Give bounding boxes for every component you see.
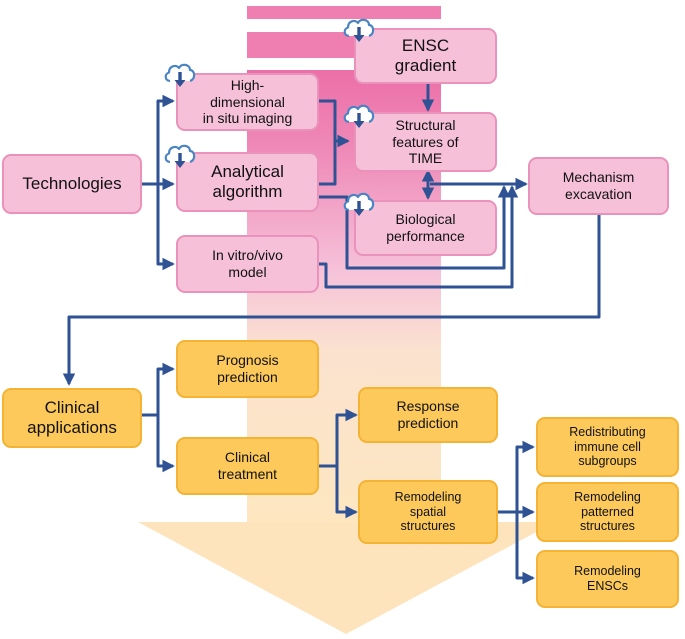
node-analytical-algorithm: Analytical algorithm — [176, 152, 319, 212]
node-ensc-gradient: ENSC gradient — [354, 28, 497, 84]
band-arrowhead — [138, 522, 555, 634]
connectors — [62, 82, 601, 585]
node-structural-features: Structural features of TIME — [354, 112, 497, 172]
cloud-download-icon — [164, 144, 196, 168]
node-clinical-applications: Clinical applications — [2, 388, 142, 448]
connector-remodeling-to-redistributing — [515, 440, 535, 512]
node-response-prediction: Response prediction — [358, 387, 498, 443]
connector-clinical-to-prognosis — [156, 362, 175, 415]
connector-analytical-to-structural — [318, 141, 337, 186]
cloud-download-icon — [343, 104, 375, 128]
connector-treatment-to-response — [335, 408, 358, 466]
node-remodeling-spatial-structures: Remodeling spatial structures — [358, 480, 498, 544]
node-mechanism-excavation: Mechanism excavation — [528, 157, 669, 215]
node-biological-performance: Biological performance — [354, 200, 497, 256]
connector-mechanism-to-clinical — [62, 214, 601, 386]
node-prognosis-prediction: Prognosis prediction — [176, 340, 319, 398]
connector-tech-to-highdim — [156, 94, 175, 184]
node-in-vitro-vivo-model: In vitro/vivo model — [176, 235, 319, 293]
node-technologies: Technologies — [2, 154, 142, 214]
node-high-dimensional-imaging: High- dimensional in situ imaging — [176, 73, 319, 131]
node-clinical-treatment: Clinical treatment — [176, 437, 319, 495]
node-redistributing-immune-cells: Redistributing immune cell subgroups — [536, 417, 679, 477]
band-stripe-1 — [247, 6, 441, 19]
node-remodeling-patterned-structures: Remodeling patterned structures — [536, 482, 679, 542]
node-remodeling-enscs: Remodeling ENSCs — [536, 550, 679, 608]
connector-clinical-to-treatment — [156, 415, 175, 473]
connector-remodeling-to-enscs — [515, 512, 535, 585]
connector-analytical-to-mechanism — [318, 185, 511, 270]
connector-invitro-to-mechanism — [318, 185, 519, 289]
connector-highdim-to-structural — [318, 99, 350, 148]
connector-tech-to-invitro — [156, 184, 175, 271]
cloud-download-icon — [343, 192, 375, 216]
cloud-download-icon — [343, 18, 375, 42]
connector-treatment-to-remodeling — [335, 466, 358, 519]
cloud-download-icon — [164, 63, 196, 87]
